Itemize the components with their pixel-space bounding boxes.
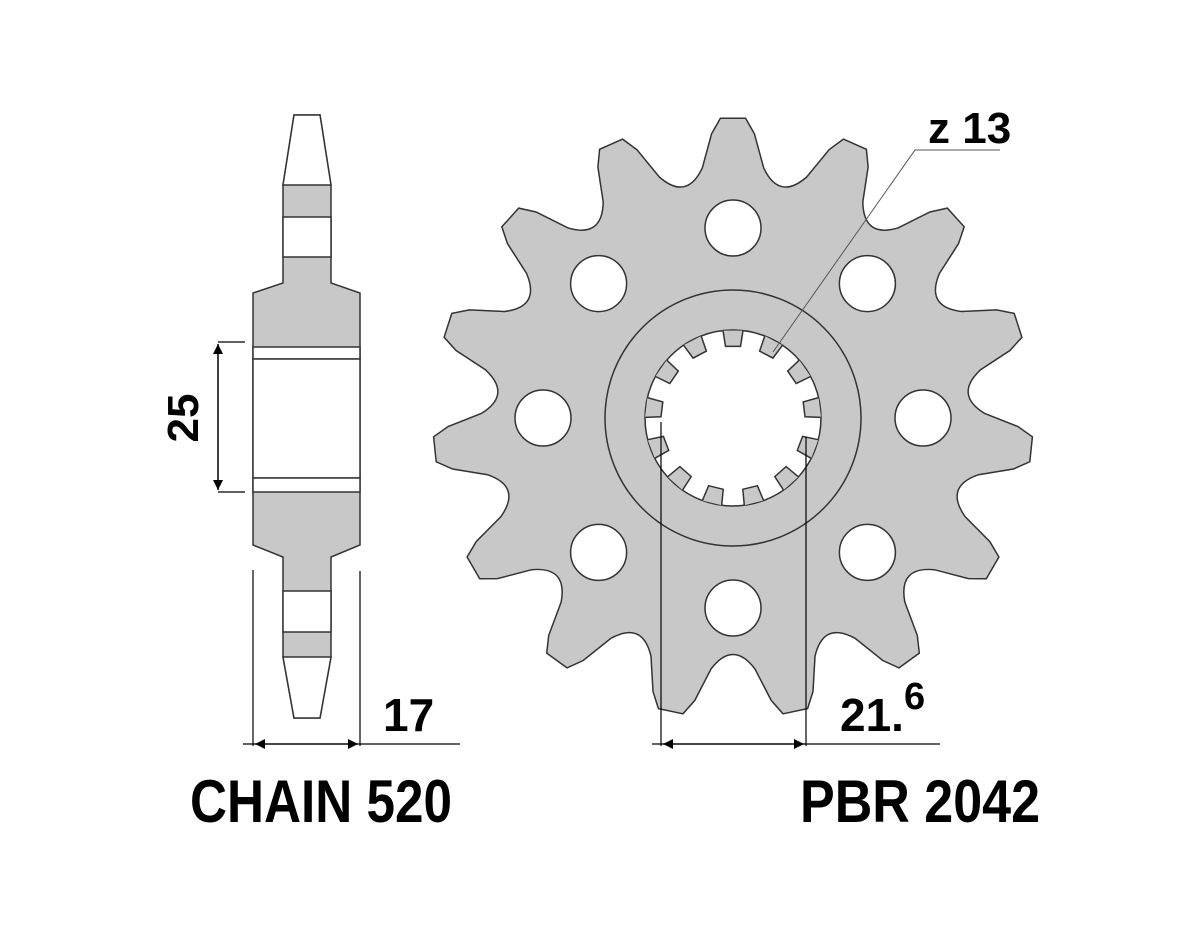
spline-leader-line — [772, 149, 1000, 353]
tooth-width-label: 17 — [383, 689, 434, 741]
spline-notch — [803, 397, 821, 418]
tooth-width-dimension — [243, 570, 460, 749]
hub-width-dimension — [213, 341, 245, 493]
spline-notch-outline — [758, 335, 784, 360]
bolt-hole — [838, 254, 897, 313]
spline-count-label: z 13 — [928, 104, 1011, 153]
spline-notch — [645, 397, 663, 418]
spline-diameter-decimal: 6 — [904, 676, 925, 718]
side-band-lower — [282, 590, 332, 633]
spline-notch-outline — [655, 359, 680, 385]
spline-notch — [702, 485, 724, 506]
hub-band-top — [252, 346, 361, 360]
spline-diameter-label: 21.6 — [840, 676, 925, 741]
bolt-hole — [838, 523, 897, 582]
spline-notch-outline — [773, 465, 799, 491]
spline-diameter-main: 21. — [840, 689, 904, 741]
hub-ring — [604, 289, 862, 547]
bolt-hole — [894, 389, 952, 447]
spline-teeth — [644, 330, 822, 506]
hub-bore — [252, 358, 361, 479]
spline-notch — [723, 330, 743, 347]
spline-notch-outline — [644, 396, 664, 419]
spline-notch-outline — [786, 359, 811, 385]
spline-notch — [742, 485, 764, 506]
bolt-hole — [569, 523, 628, 582]
bolt-hole — [704, 199, 762, 257]
spline-notch-outline — [796, 435, 819, 459]
spline-notch-outline — [741, 484, 765, 506]
chain-label: CHAIN 520 — [190, 768, 452, 835]
spline-bore — [644, 329, 822, 507]
hub-band-bottom — [252, 477, 361, 493]
part-number-label: PBR 2042 — [800, 768, 1040, 835]
spline-notch-outline — [667, 465, 693, 491]
bolt-hole — [514, 389, 572, 447]
spline-notch-outline — [682, 335, 708, 360]
spline-notch-outline — [802, 396, 822, 419]
bolt-holes — [514, 199, 952, 637]
tooth-tip-top — [282, 114, 332, 186]
sprocket-side-view — [252, 114, 361, 719]
spline-notch-outline — [701, 484, 725, 506]
spline-notch-outline — [722, 330, 744, 348]
spline-notch-outline — [647, 435, 670, 459]
spline-diameter-dimension — [652, 422, 940, 749]
side-band — [282, 216, 332, 258]
bolt-hole — [569, 254, 628, 313]
tooth-tip-bottom — [282, 656, 332, 719]
bolt-hole — [704, 579, 762, 637]
hub-width-label: 25 — [159, 394, 208, 443]
sprocket-front-view — [432, 117, 1034, 715]
